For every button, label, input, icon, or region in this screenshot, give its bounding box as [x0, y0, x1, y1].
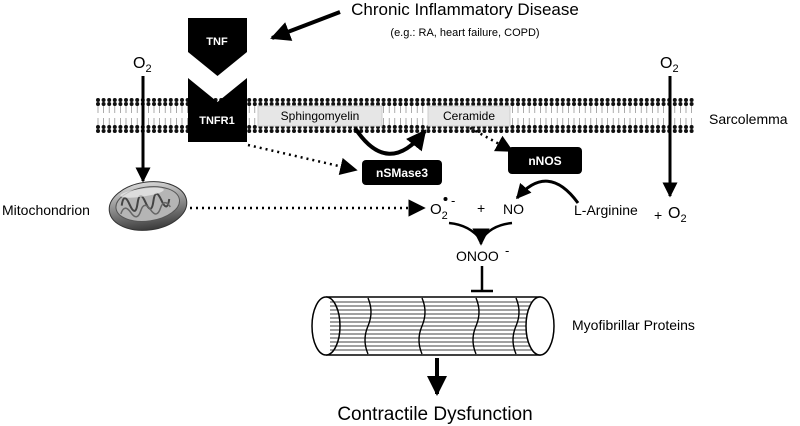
- no-merge-curve: [479, 221, 513, 241]
- arginine-to-no-arrow: [515, 179, 580, 204]
- peroxynitrite-label: ONOO: [456, 248, 499, 264]
- o2-left-label: O2: [133, 55, 152, 75]
- peroxynitrite-charge: -: [505, 243, 509, 258]
- tnf-ligand-shape: [188, 18, 247, 76]
- tnfr1-to-nsmase3-arrow: [247, 143, 358, 175]
- tnf-label: TNF: [206, 36, 228, 48]
- myofibrillar-label: Myofibrillar Proteins: [572, 317, 695, 333]
- superoxide-charge: -: [451, 193, 455, 208]
- nsmase3-label: nSMase3: [376, 166, 428, 180]
- nsmase3-box: [362, 160, 442, 185]
- l-arginine-label: L-Arginine: [574, 202, 638, 218]
- superoxide-label: O2: [430, 201, 448, 222]
- disease-title: Chronic Inflammatory Disease: [351, 0, 579, 19]
- disease-arrow: [270, 10, 341, 41]
- sarcolemma-label: Sarcolemma: [709, 111, 788, 127]
- tnfr1-label: TNFR1: [199, 115, 234, 127]
- outcome-label: Contractile Dysfunction: [337, 404, 532, 425]
- tnfr1-receptor-shape: [188, 78, 247, 142]
- radical-dot: [443, 197, 448, 201]
- ceramide-box: [427, 105, 511, 127]
- superoxide-merge-curve: [448, 221, 483, 241]
- nnos-box: [508, 147, 582, 174]
- plus-sign-1: +: [477, 200, 485, 216]
- disease-examples: (e.g.: RA, heart failure, COPD): [390, 27, 539, 39]
- myofibril-icon: [311, 296, 555, 356]
- o2-right-label: O2: [660, 55, 679, 75]
- sphingomyelin-label: Sphingomyelin: [281, 109, 360, 123]
- mitochondrion-icon: [108, 181, 188, 231]
- sphingomyelin-to-ceramide-arrow: [353, 126, 427, 156]
- ceramide-label: Ceramide: [443, 109, 495, 123]
- no-label: NO: [503, 201, 524, 217]
- o2-bottom-label: O2: [668, 205, 687, 225]
- plus-sign-2: +: [654, 207, 662, 223]
- sarcolemma-membrane: [96, 98, 694, 133]
- sphingomyelin-box: [257, 105, 383, 127]
- ceramide-to-nnos-arrow: [469, 126, 514, 153]
- mitochondrion-label: Mitochondrion: [2, 202, 90, 218]
- nnos-label: nNOS: [528, 154, 561, 168]
